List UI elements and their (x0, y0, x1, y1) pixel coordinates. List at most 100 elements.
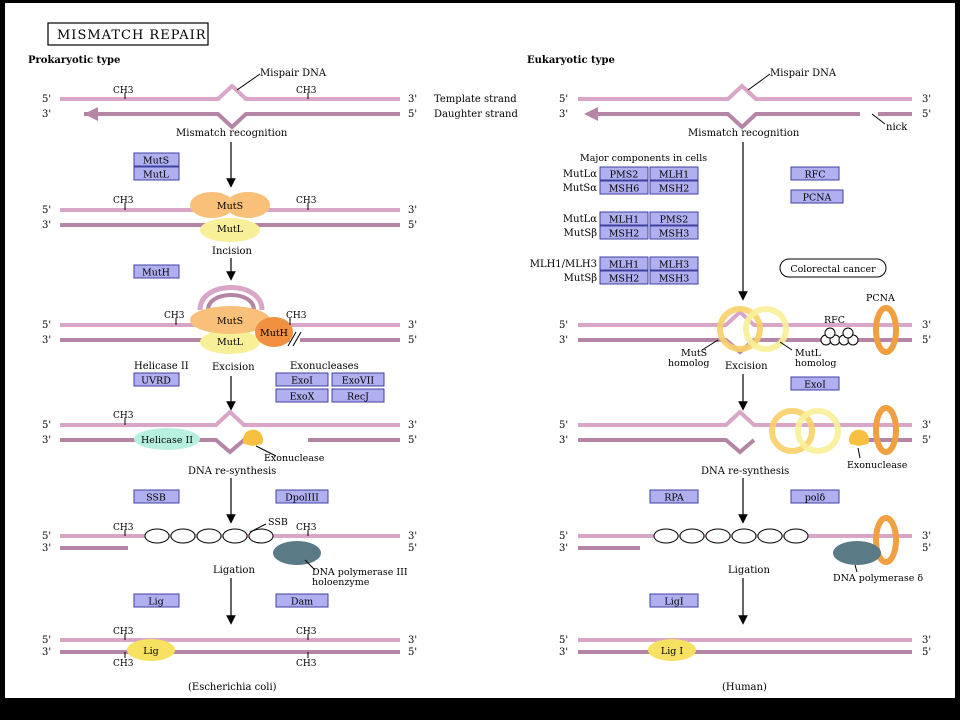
three-prime: 3' (408, 531, 417, 542)
gene-box-exoi-euk[interactable]: ExoI (790, 376, 840, 391)
gene-box-msh3[interactable]: MSH3 (649, 225, 699, 240)
gene-box-pms2[interactable]: PMS2 (649, 211, 699, 226)
three-prime: 3' (922, 531, 931, 542)
lig-label: Lig (143, 646, 158, 657)
gene-box-lig[interactable]: Lig (133, 593, 180, 608)
gene-box-ligi[interactable]: LigI (649, 593, 699, 608)
gene-box-label: DpolIII (285, 493, 319, 504)
gene-box-mlh1[interactable]: MLH1 (599, 211, 649, 226)
lig-i-protein (648, 639, 696, 661)
five-prime: 5' (42, 94, 51, 105)
muts-protein (226, 192, 270, 218)
three-prime: 3' (42, 543, 51, 554)
paper-background (5, 3, 955, 698)
five-prime: 5' (922, 647, 931, 658)
gene-box-msh3[interactable]: MSH3 (649, 270, 699, 285)
gene-box-label: RFC (804, 170, 825, 181)
gene-box-mlh1[interactable]: MLH1 (649, 166, 699, 181)
gene-box-uvrd[interactable]: UVRD (133, 372, 180, 387)
three-prime: 3' (559, 647, 568, 658)
five-prime: 5' (42, 205, 51, 216)
gene-box-exox[interactable]: ExoX (275, 388, 329, 403)
gene-box-exoi[interactable]: ExoI (275, 372, 329, 387)
gene-box-label: MSH6 (609, 184, 640, 195)
gene-box-ssb[interactable]: SSB (133, 489, 180, 504)
prok-step-excision: Helicase II Exonuclease CH3 5' 3' 3' 5' … (42, 409, 417, 477)
three-prime: 3' (42, 435, 51, 446)
prok-organism-label: (Escherichia coli) (188, 682, 277, 693)
gene-box-msh2[interactable]: MSH2 (649, 180, 699, 195)
prok-step-incision: MutS MutL MutH CH3 CH3 5' 3' 3' 5' Excis… (42, 285, 417, 373)
gene-box-mlh3[interactable]: MLH3 (649, 256, 699, 271)
gene-box-msh6[interactable]: MSH6 (599, 180, 649, 195)
ch3-label: CH3 (164, 311, 185, 321)
gene-box-msh2[interactable]: MSH2 (599, 270, 649, 285)
dna-polymerase-iii (273, 541, 321, 565)
gene-box-label: LigI (664, 597, 683, 608)
euk-step-ligation: Lig I 5' 3' 3' 5' (559, 635, 931, 661)
gene-box-label: MLH1 (609, 215, 639, 226)
three-prime: 3' (408, 94, 417, 105)
three-prime: 3' (922, 320, 931, 331)
prok-step-recognition: MutS MutL CH3 CH3 5' 3' 3' 5' Incision (42, 192, 417, 257)
ch3-label: CH3 (296, 627, 317, 637)
prok-step-resynthesis: SSB DNA polymerase III holoenzyme CH3 CH… (42, 517, 417, 588)
gene-box-exovii[interactable]: ExoVII (331, 372, 385, 387)
gene-box-muts[interactable]: MutS (133, 152, 180, 167)
ch3-label: CH3 (296, 523, 317, 533)
footer-date: 03430 10/20/10 (8, 699, 88, 710)
ssb-chain (144, 528, 274, 544)
ch3-label: CH3 (113, 411, 134, 421)
euk-step-excision: Exonuclease 5' 3' 3' 5' DNA re-synthesis (559, 405, 931, 477)
exonuclease-pacman (243, 429, 263, 446)
complex-muts-beta: MutSβ MSH2 MSH3 (564, 225, 699, 240)
three-prime: 3' (559, 543, 568, 554)
euk-mispair-label: Mispair DNA (770, 68, 837, 79)
gene-box-label: PCNA (803, 193, 832, 204)
three-prime: 3' (408, 635, 417, 646)
rpa-chain (653, 528, 809, 544)
eukaryotic-heading: Eukaryotic type (527, 55, 615, 66)
gene-box-label: RecJ (347, 392, 369, 403)
colorectal-cancer-link[interactable]: Colorectal cancer (779, 258, 887, 278)
gene-box-muth[interactable]: MutH (133, 264, 180, 279)
gene-box-label: MutH (142, 268, 170, 279)
gene-box-rpa[interactable]: RPA (649, 489, 699, 504)
rfc-complex (820, 327, 859, 346)
gene-box-mutl[interactable]: MutL (133, 166, 180, 181)
five-prime: 5' (42, 531, 51, 542)
gene-box-mlh1[interactable]: MLH1 (599, 256, 649, 271)
euk-step-recognition: RFC PCNA MutS homolog MutL homolog 5' 3'… (559, 293, 931, 372)
major-components-label: Major components in cells (580, 153, 707, 164)
template-strand-label: Template strand (434, 94, 517, 105)
eukaryotic-panel: Mispair DNA nick 5' 3' 3' 5' Mismatch re… (530, 68, 931, 693)
ch3-label: CH3 (113, 86, 134, 96)
gene-box-recj[interactable]: RecJ (331, 388, 385, 403)
complex-muts-beta-2: MutSβ MSH2 MSH3 (564, 270, 699, 285)
gene-box-pms2[interactable]: PMS2 (599, 166, 649, 181)
mispair-dna-label: Mispair DNA (260, 68, 327, 79)
gene-box-dpoliii[interactable]: DpolIII (275, 489, 329, 504)
five-prime: 5' (408, 435, 417, 446)
mutl-label: MutL (217, 337, 244, 348)
complex-label: MutSα (563, 183, 598, 194)
euk-organism-label: (Human) (722, 682, 767, 693)
muts-homolog-label: MutS (681, 348, 707, 359)
ch3-label: CH3 (286, 311, 307, 321)
three-prime: 3' (408, 205, 417, 216)
gene-box-pcna[interactable]: PCNA (790, 189, 844, 204)
gene-box-label: MLH3 (659, 260, 689, 271)
gene-box-msh2[interactable]: MSH2 (599, 225, 649, 240)
complex-mutl-alpha-2: MutLα MLH1 PMS2 (563, 211, 699, 226)
prok-step-mispair: CH3 CH3 Mispair DNA 5' 3' 3' 5' Template… (42, 68, 518, 139)
five-prime: 5' (408, 335, 417, 346)
gene-box-pold[interactable]: polδ (790, 489, 840, 504)
five-prime: 5' (42, 635, 51, 646)
gene-box-label: MLH1 (609, 260, 639, 271)
gene-box-rfc[interactable]: RFC (790, 166, 840, 181)
five-prime: 5' (408, 109, 417, 120)
gene-box-dam[interactable]: Dam (275, 593, 329, 608)
euk-step-resynthesis: DNA polymerase δ 5' 3' 3' 5' Ligation (559, 515, 931, 584)
title-box (47, 22, 209, 46)
three-prime: 3' (408, 320, 417, 331)
